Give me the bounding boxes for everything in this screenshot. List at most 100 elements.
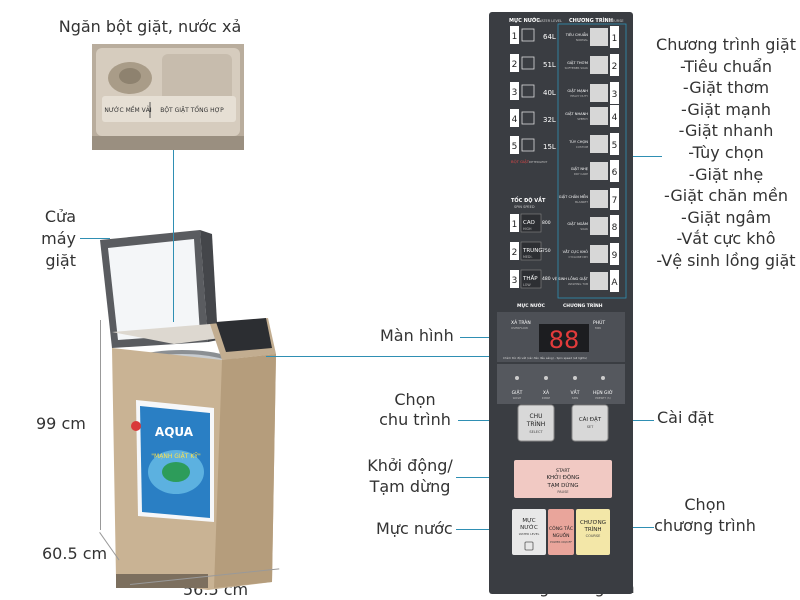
start-button-label-en: PAUSE: [557, 490, 568, 494]
spin-speed-number: 3: [512, 276, 518, 286]
height-dimension-label: 99 cm: [36, 414, 86, 433]
select-cycle-label-line2: chu trình: [379, 410, 451, 429]
control-panel: MỰC NƯỚC WATER LEVEL CHƯƠNG TRÌNH COURSE…: [489, 12, 633, 594]
step-label-en: PRESET (h): [595, 396, 611, 400]
program-select-label-line1: Chọn: [684, 495, 726, 514]
program-name: GIẶT NHANH: [565, 111, 588, 116]
program-number: 1: [612, 34, 618, 44]
program-name: TIÊU CHUẨN: [565, 32, 589, 37]
program-list-leader-line: [628, 156, 662, 157]
course-button-label: TRÌNH: [583, 526, 601, 533]
spin-speed-number: 2: [512, 248, 518, 258]
water-level-liters: 64L: [543, 33, 556, 41]
spin-speed-rpm: 750: [542, 248, 551, 254]
cycle-button-label: TRÌNH: [526, 421, 546, 428]
program-header-en: COURSE: [609, 19, 624, 23]
water-level-leader-line: [456, 529, 514, 530]
program-number: A: [611, 278, 618, 288]
program-number: 5: [612, 141, 618, 151]
program-selector-list: TIÊU CHUẨN NORMAL 1 GIẶT THƠM SOFTENER S…: [552, 26, 619, 292]
program-name-en: NORMAL: [576, 38, 589, 42]
step-label-en: SPIN: [572, 396, 578, 400]
program-name-en: WASHING TUB: [568, 282, 588, 286]
spin-speed-name: CAO: [523, 220, 536, 226]
water-level-button[interactable]: MỰC NƯỚC WATER LEVEL: [512, 509, 546, 555]
start-button-label: START: [556, 468, 570, 474]
select-cycle-label-line1: Chọn: [394, 390, 436, 409]
detergent-drawer-photo: NƯỚC MỀM VẢI BỘT GIẶT TỔNG HỢP: [92, 44, 244, 150]
setting-button[interactable]: CÀI ĐẶT SET: [571, 404, 609, 442]
display-label: Màn hình: [380, 326, 454, 345]
lower-water-level-header: MỰC NƯỚC: [517, 302, 546, 309]
water-level-number: 4: [512, 115, 518, 125]
program-list-item: -Giặt nhẹ: [688, 164, 764, 184]
program-list-item: -Vắt cực khô: [676, 229, 776, 249]
cycle-button-label: CHU: [529, 413, 542, 420]
water-level-liters: 40L: [543, 89, 556, 97]
water-button-label: MỰC: [522, 518, 535, 524]
program-list-item: -Tiêu chuẩn: [679, 56, 773, 76]
program-name-en: SPEEDY: [577, 117, 588, 121]
machine-slogan-text: "MẠNH GIẶT KỸ": [151, 453, 201, 460]
spin-speed-name: TRUNG: [522, 248, 543, 254]
course-button[interactable]: CHƯƠNG TRÌNH COURSE: [576, 509, 610, 555]
brand-logo-text: AQUA: [155, 425, 194, 439]
program-list-item: -Giặt nhanh: [678, 121, 774, 141]
lower-program-header: CHƯƠNG TRÌNH: [563, 301, 603, 309]
course-button-label-en: COURSE: [586, 534, 601, 538]
program-name-en: CUSTOM: [576, 145, 589, 149]
spin-speed-name-en: LOW: [523, 283, 531, 287]
program-name-en: SOFTENER SOAK: [565, 66, 589, 70]
water-level-liters: 51L: [543, 61, 556, 69]
water-level-liters: 15L: [543, 143, 556, 151]
program-list-item: -Giặt chăn mền: [664, 186, 788, 206]
program-name-en: BLANKET: [575, 200, 588, 204]
power-button-label-en: POWER ON/OFF: [550, 540, 572, 544]
program-name: VỆ SINH LỒNG GIẶT: [552, 276, 588, 281]
minutes-label-en: MIN: [595, 326, 601, 330]
water-level-number: 2: [512, 60, 518, 70]
program-name: GIẶT NGÂM: [567, 221, 588, 226]
start-pause-label-line1: Khởi động/: [367, 456, 453, 475]
step-label-en: RINSE: [542, 396, 551, 400]
drawer-detergent-text: BỘT GIẶT TỔNG HỢP: [160, 106, 224, 114]
water-level-liters: 32L: [543, 116, 556, 124]
program-number: 7: [612, 196, 618, 206]
program-number: 8: [612, 223, 618, 233]
spin-speed-rpm: 800: [542, 220, 551, 226]
spin-speed-name-en: HIGH: [523, 227, 532, 231]
program-name-en: HEAVY DUTY: [570, 94, 588, 98]
power-button[interactable]: CÔNG TẮC NGUỒN POWER ON/OFF: [548, 509, 574, 555]
lid-leader-line: [80, 238, 110, 239]
wash-step-indicators: GIẶT WASH XẢ RINSE VẮT SPIN HẸN GIỜ PRES…: [512, 376, 613, 400]
water-button-label-en: WATER LEVEL: [519, 532, 540, 536]
start-pause-label-line2: Tạm dừng: [369, 477, 451, 496]
water-level-list: 1 64L 2 51L 3 40L 4 32L 5 15L: [510, 26, 556, 154]
program-list-item: -Tùy chọn: [688, 142, 764, 162]
cycle-select-button[interactable]: CHU TRÌNH SELECT: [517, 404, 555, 442]
drawer-leader-line: [173, 150, 174, 322]
setting-button-label-en: SET: [587, 425, 594, 429]
program-select-label-line2: chương trình: [654, 516, 756, 535]
program-list-item: -Giặt ngâm: [680, 207, 772, 227]
detergent-drawer-label: Ngăn bột giặt, nước xả: [58, 17, 242, 36]
program-name: GIẶT THƠM: [567, 60, 588, 65]
step-label: GIẶT: [512, 389, 523, 396]
start-pause-button[interactable]: START KHỞI ĐỘNG TẠM DỪNG PAUSE: [514, 460, 612, 498]
program-header: CHƯƠNG TRÌNH: [569, 16, 613, 24]
power-button-label: NGUỒN: [552, 530, 569, 539]
minutes-label: PHÚT: [593, 319, 605, 326]
water-level-label: Mực nước: [376, 519, 453, 538]
spin-speed-header: TỐC ĐỘ VẮT: [511, 196, 546, 204]
program-list: Chương trình giặt -Tiêu chuẩn -Giặt thơm…: [655, 34, 797, 272]
detergent-note-en: DETERGENT: [529, 160, 547, 164]
program-number: 3: [612, 90, 618, 100]
spin-speed-note: Chỉnh tốc độ vắt (các đèn đều sáng) - Sp…: [503, 355, 587, 360]
step-label: XẢ: [543, 388, 550, 396]
step-label: HẸN GIỜ: [593, 389, 613, 396]
water-level-number: 5: [512, 142, 518, 152]
start-pause-leader-line: [456, 477, 513, 478]
overflow-indicator-text-en: OVERFLOW: [511, 326, 528, 330]
height-dimension-line: [100, 320, 101, 530]
program-list-item: -Giặt thơm: [682, 78, 770, 98]
